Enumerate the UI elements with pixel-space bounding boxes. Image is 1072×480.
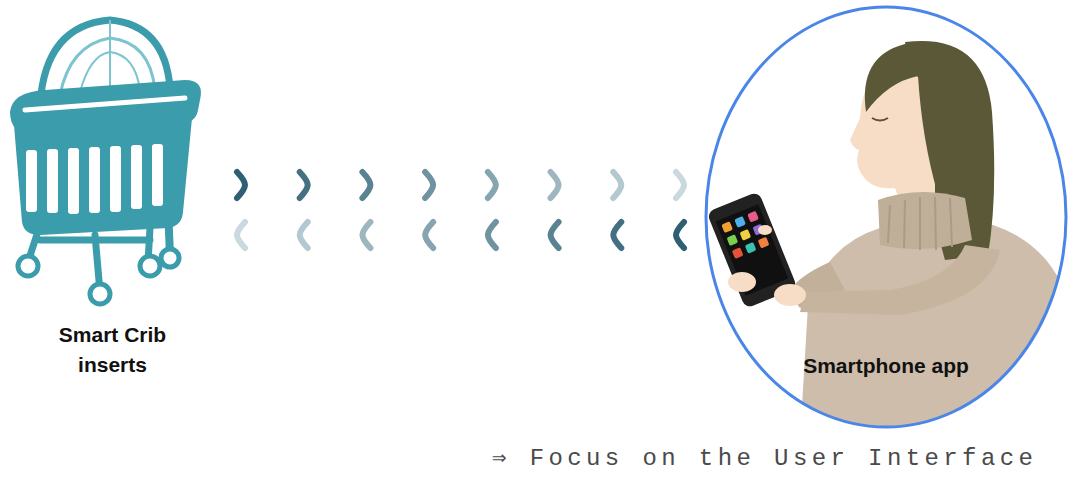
- signal-wave: [237, 172, 245, 198]
- woman-illustration: [707, 41, 1072, 440]
- signal-wave: [551, 222, 559, 248]
- note-label: ⇒ Focus on the User Interface: [492, 443, 1037, 472]
- signal-wave: [425, 222, 433, 248]
- signal-wave: [362, 172, 370, 198]
- signal-wave: [362, 222, 370, 248]
- app-circle: Smartphone app: [704, 5, 1068, 429]
- link-baseline: [225, 210, 704, 211]
- node-label-wrap: Smart Crib inserts: [0, 320, 225, 380]
- signal-wave: [613, 222, 621, 248]
- crib-illustration: [10, 20, 201, 304]
- signal-wave: [237, 222, 245, 248]
- wireless-link: [225, 172, 704, 248]
- signal-wave: [425, 172, 433, 198]
- signal-wave: [613, 172, 621, 198]
- circle-border: [706, 7, 1066, 427]
- signal-wave: [676, 172, 684, 198]
- signal-wave: [488, 172, 496, 198]
- node-label: Smart Crib inserts: [38, 320, 188, 380]
- signal-wave: [551, 172, 559, 198]
- signal-wave: [488, 222, 496, 248]
- signal-wave: [300, 222, 308, 248]
- node-label: Smartphone app: [803, 351, 969, 381]
- device-node: Smart Crib inserts: [0, 0, 225, 395]
- signal-wave: [676, 222, 684, 248]
- signal-wave: [300, 172, 308, 198]
- node-label-wrap: Smartphone app: [704, 351, 1068, 381]
